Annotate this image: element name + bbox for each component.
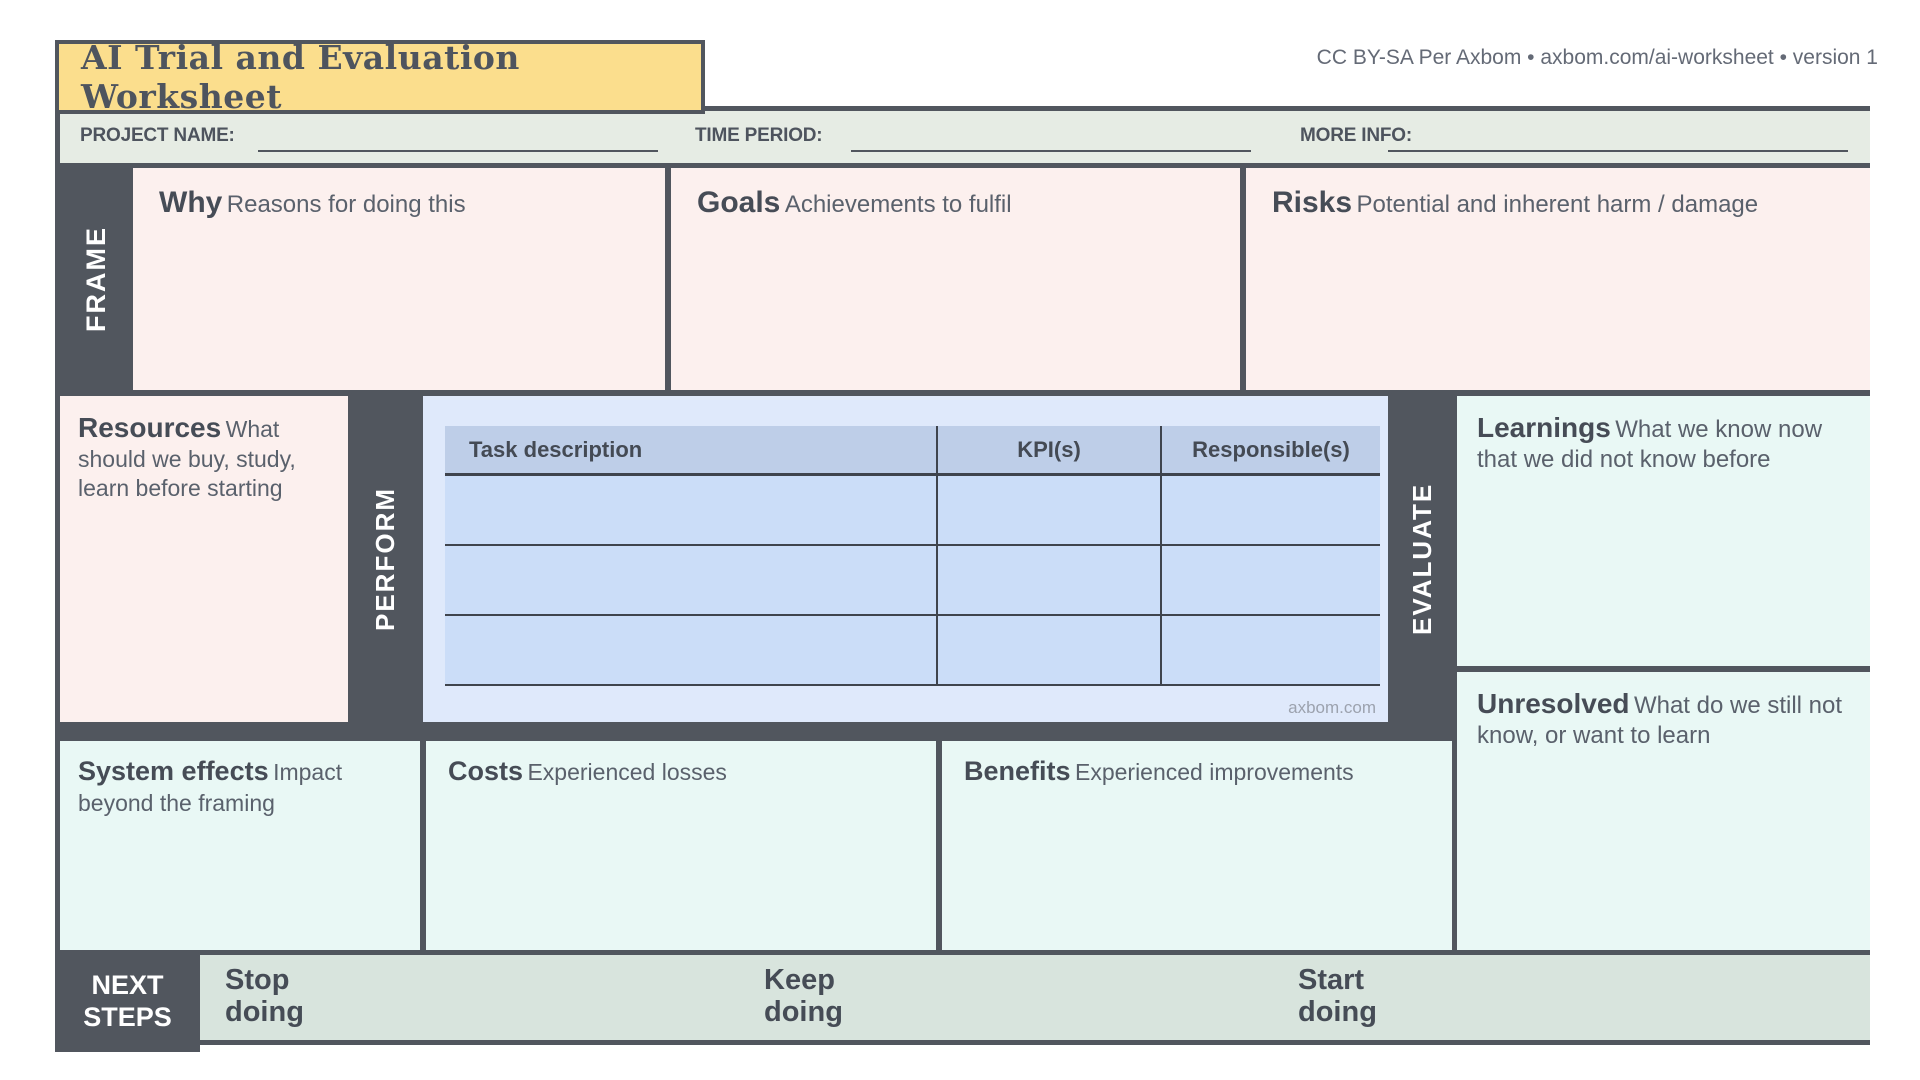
time-period-label: TIME PERIOD: [695,125,823,146]
next-steps-stop-doing[interactable]: Stop doing [225,964,304,1029]
costs-box[interactable]: Costs Experienced losses [426,741,936,950]
risks-heading: Risks Potential and inherent harm / dama… [1272,184,1850,222]
risks-box[interactable]: Risks Potential and inherent harm / dama… [1246,168,1870,390]
why-box[interactable]: Why Reasons for doing this [133,168,665,390]
table-cell[interactable] [445,476,936,546]
license-credit-text: CC BY-SA Per Axbom • axbom.com/ai-worksh… [1316,46,1878,69]
table-cell[interactable] [1160,476,1380,546]
project-name-field[interactable] [258,150,658,152]
goals-subtitle: Achievements to fulfil [784,191,1012,218]
table-cell[interactable] [936,476,1160,546]
why-subtitle: Reasons for doing this [226,191,466,218]
resources-heading: Resources What should we buy, study, lea… [78,410,332,503]
why-heading: Why Reasons for doing this [159,184,645,222]
frame-band-label: FRAME [81,226,111,332]
risks-title: Risks [1272,186,1353,219]
costs-subtitle: Experienced losses [527,759,727,785]
risks-subtitle: Potential and inherent harm / damage [1356,191,1759,218]
table-cell[interactable] [936,616,1160,686]
system-effects-heading: System effects Impact beyond the framing [78,755,404,818]
benefits-title: Benefits [964,756,1071,786]
resources-box[interactable]: Resources What should we buy, study, lea… [60,396,348,722]
benefits-heading: Benefits Experienced improvements [964,755,1436,789]
axbom-watermark: axbom.com [1288,698,1376,717]
task-table: Task description KPI(s) Responsible(s) [445,426,1380,686]
perform-band-label: PERFORM [370,487,400,631]
unresolved-subtitle: What do we still not know, or want to le… [1477,692,1843,749]
costs-title: Costs [448,756,524,786]
time-period-field[interactable] [851,150,1251,152]
next-steps-label-box: NEXT STEPS [55,950,200,1052]
goals-title: Goals [697,186,781,219]
benefits-subtitle: Experienced improvements [1074,759,1354,785]
system-effects-title: System effects [78,756,269,786]
table-cell[interactable] [1160,616,1380,686]
more-info-field[interactable] [1388,150,1848,152]
learnings-title: Learnings [1477,412,1611,443]
system-effects-subtitle: Impact beyond the framing [78,759,343,816]
next-steps-start-doing[interactable]: Start doing [1298,964,1377,1029]
table-cell[interactable] [445,616,936,686]
project-info-bar: PROJECT NAME: TIME PERIOD: MORE INFO: [60,111,1870,163]
resources-title: Resources [78,412,222,443]
learnings-subtitle: What we know now that we did not know be… [1477,416,1823,473]
column-header-kpis: KPI(s) [936,426,1160,476]
task-table-container: Task description KPI(s) Responsible(s) a… [423,396,1388,722]
benefits-box[interactable]: Benefits Experienced improvements [942,741,1452,950]
column-header-responsibles: Responsible(s) [1160,426,1380,476]
next-steps-bar: Stop doing Keep doing Start doing [200,955,1870,1040]
worksheet-title-box: AI Trial and Evaluation Worksheet [55,38,705,116]
more-info-label: MORE INFO: [1300,125,1412,146]
column-header-task-description: Task description [445,426,936,476]
table-cell[interactable] [1160,546,1380,616]
goals-heading: Goals Achievements to fulfil [697,184,1220,222]
learnings-box[interactable]: Learnings What we know now that we did n… [1457,396,1870,666]
page-title: AI Trial and Evaluation Worksheet [81,38,520,116]
next-steps-keep-doing[interactable]: Keep doing [764,964,843,1029]
resources-subtitle: What should we buy, study, learn before … [78,416,296,501]
table-cell[interactable] [936,546,1160,616]
table-cell[interactable] [445,546,936,616]
learnings-heading: Learnings What we know now that we did n… [1477,410,1852,475]
why-title: Why [159,186,223,219]
unresolved-box[interactable]: Unresolved What do we still not know, or… [1457,672,1870,950]
unresolved-heading: Unresolved What do we still not know, or… [1477,686,1852,751]
unresolved-title: Unresolved [1477,688,1630,719]
system-effects-box[interactable]: System effects Impact beyond the framing [60,741,420,950]
evaluate-band-label: EVALUATE [1407,482,1437,636]
costs-heading: Costs Experienced losses [448,755,920,789]
goals-box[interactable]: Goals Achievements to fulfil [671,168,1240,390]
project-name-label: PROJECT NAME: [80,125,235,146]
